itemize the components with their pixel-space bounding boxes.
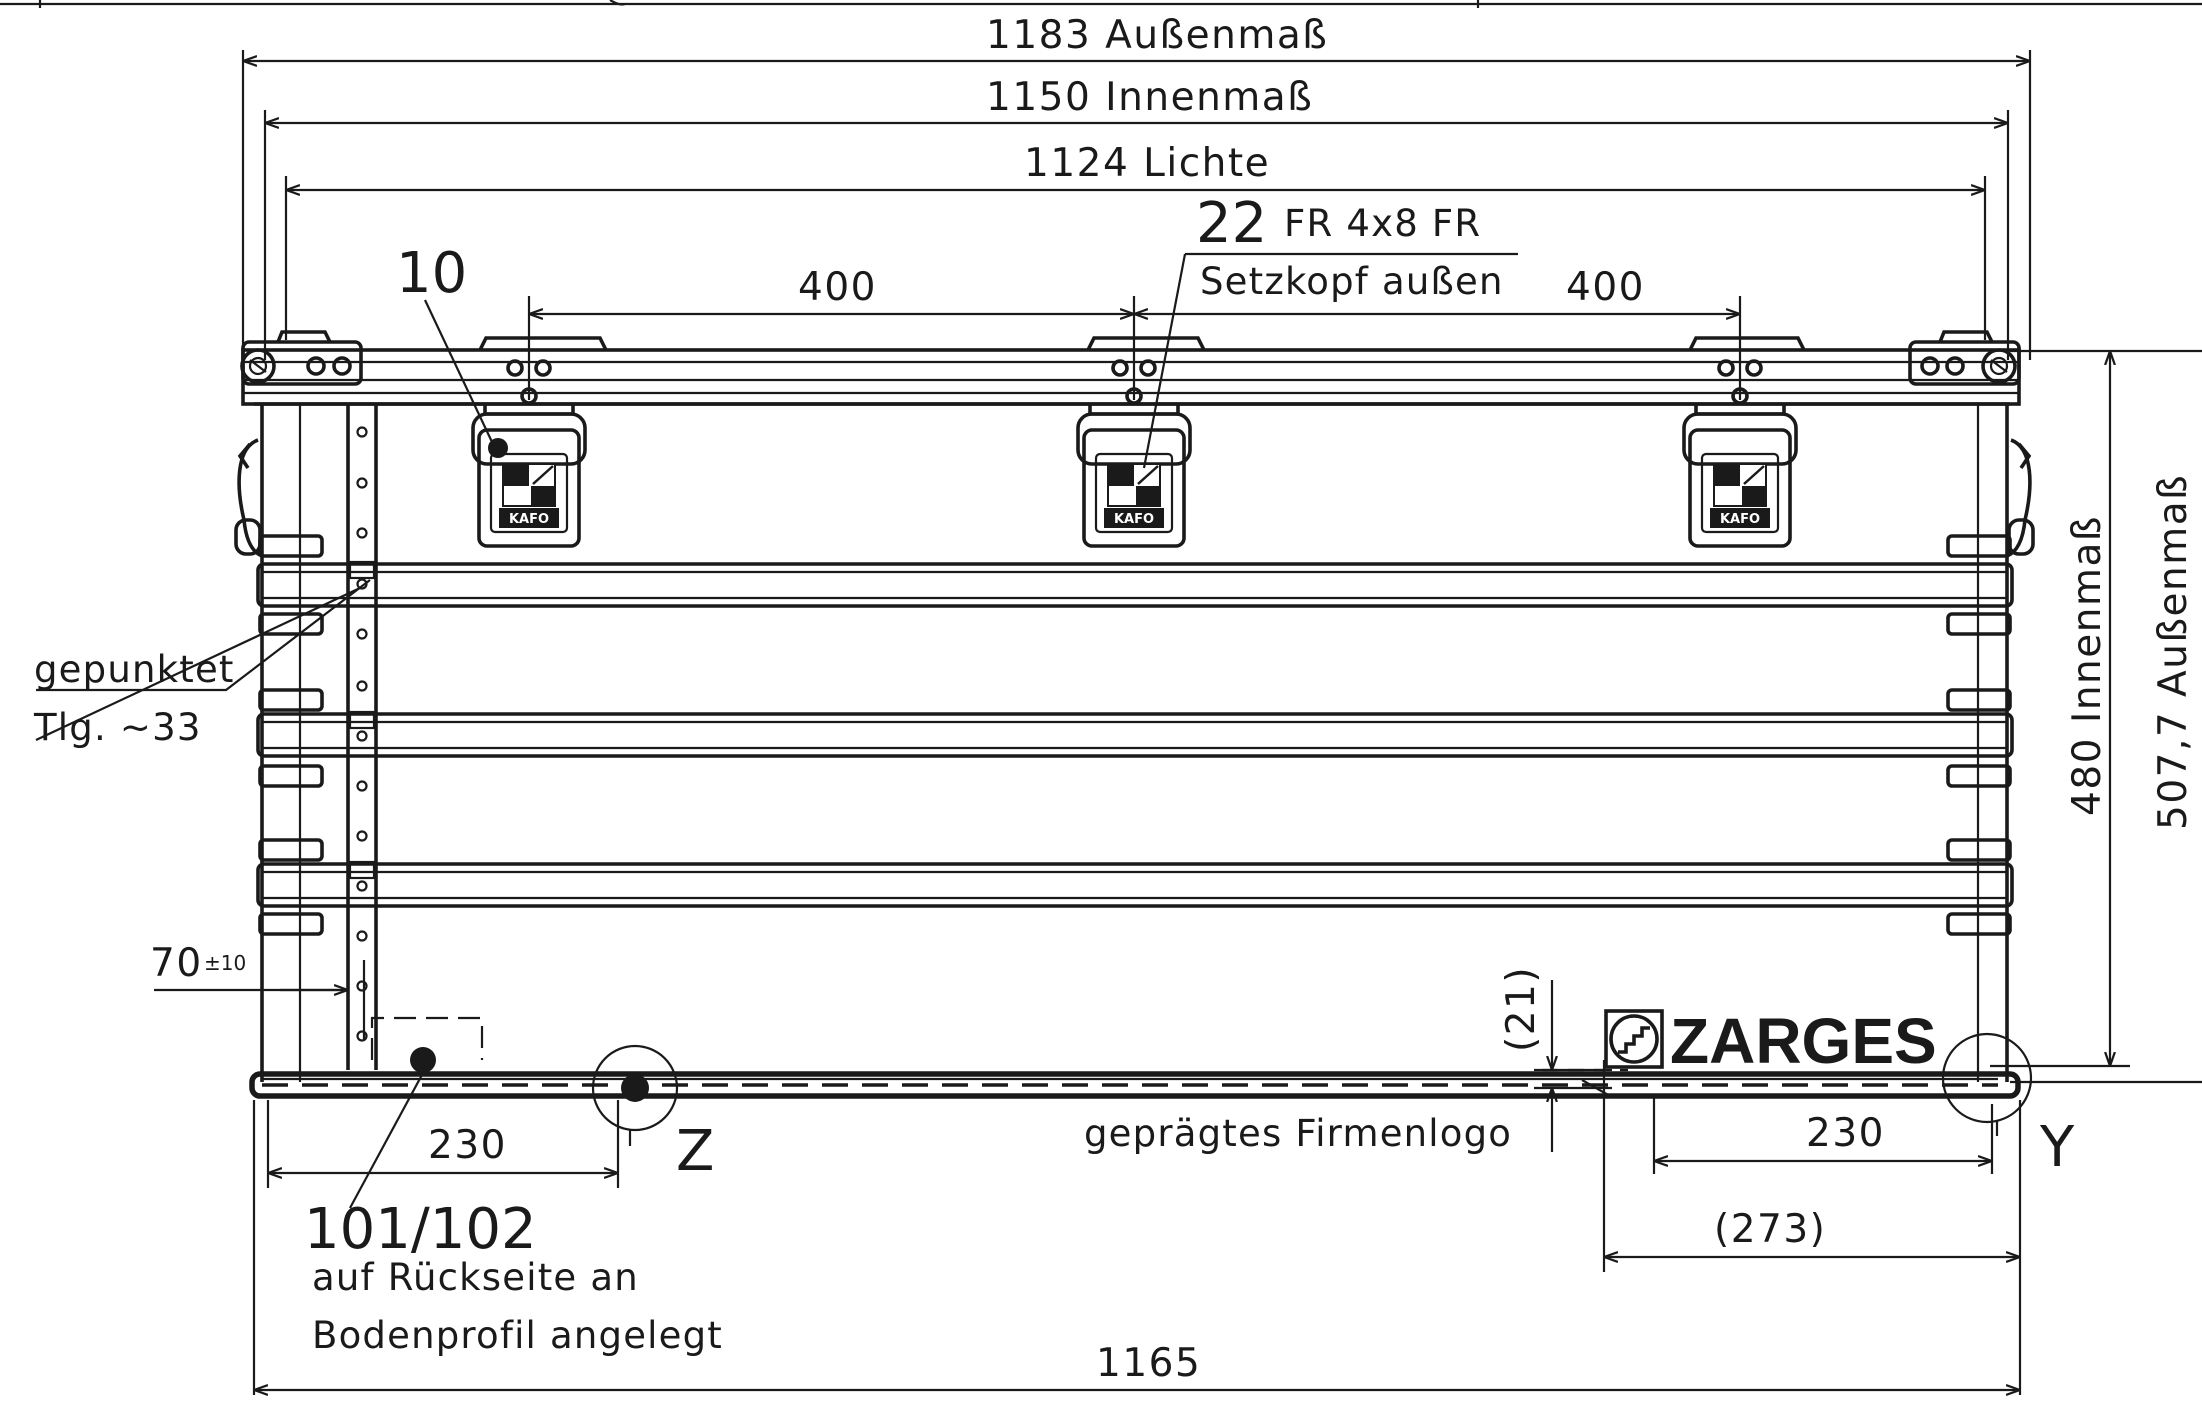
- labels: 1183 Außenmaß 1150 Innenmaß 1124 Lichte …: [33, 13, 2196, 1386]
- outer-height-label: 507,7 Außenmaß: [2151, 474, 2196, 830]
- detail-z-circle: [591, 1044, 679, 1132]
- rivet-callout-number: 22: [1196, 191, 1267, 256]
- spot-weld-count: Tlg. ~33: [33, 706, 202, 749]
- dimension-lines: [154, 50, 2202, 1395]
- latch-body: [477, 428, 581, 548]
- right-offset-label: 230: [1806, 1111, 1885, 1156]
- stacking-lugs-left: [258, 534, 324, 936]
- rivet: [356, 426, 368, 438]
- latch: KAFO: [1682, 359, 1798, 548]
- clear-width-label: 1124 Lichte: [1024, 141, 1270, 186]
- inner-height-label: 480 Innenmaß: [2065, 515, 2110, 816]
- latch-plate: [489, 452, 569, 534]
- rivet-offset-label: 70: [150, 941, 203, 986]
- lid-rivet: [1745, 359, 1763, 377]
- side-handle-left: [234, 438, 263, 558]
- left-offset-label: 230: [428, 1123, 507, 1168]
- latches: KAFO KAFO KAFO: [471, 359, 1798, 548]
- logo-offset-label: (21): [1499, 966, 1544, 1052]
- spot-weld-label: gepunktet: [34, 648, 235, 691]
- lid-latch-bases: [478, 336, 1806, 351]
- detail-y-label: Y: [2039, 1115, 2075, 1180]
- latch-spacing-right-label: 400: [1566, 265, 1645, 310]
- rib-clip: [348, 710, 376, 730]
- detail-y-circle: [1941, 1032, 2033, 1124]
- base-profile: [249, 1071, 2021, 1099]
- side-handle-right: [2006, 438, 2035, 558]
- label-note-line-1: auf Rückseite an: [312, 1256, 639, 1299]
- lid-rivet: [1139, 359, 1157, 377]
- rib-clip: [348, 860, 376, 880]
- stiffening-ribs: [256, 562, 2014, 908]
- latch-hook: [1682, 412, 1798, 466]
- rivet-spec: FR 4x8 FR: [1284, 202, 1481, 245]
- stacking-lugs-right: [1946, 534, 2012, 936]
- latch-badge: KAFO: [1114, 512, 1154, 527]
- latch-body: [1688, 428, 1792, 548]
- lid-rail: [241, 348, 2021, 406]
- detail-z-label: Z: [676, 1119, 714, 1184]
- right-offset-ref-label: (273): [1714, 1207, 1826, 1252]
- rivet: [356, 680, 368, 692]
- rivet: [356, 730, 368, 742]
- latch-spacing-left-label: 400: [798, 265, 877, 310]
- rivet: [356, 780, 368, 792]
- rivet-note: Setzkopf außen: [1200, 260, 1504, 303]
- lid-rivet: [534, 359, 552, 377]
- rivet: [356, 628, 368, 640]
- rivet-offset-tolerance: ±10: [204, 951, 246, 975]
- zarges-logo: ZARGES: [1604, 1005, 1937, 1077]
- logo-text: ZARGES: [1670, 1005, 1937, 1077]
- logo-note: geprägtes Firmenlogo: [1084, 1112, 1512, 1155]
- lid-corner-left: [240, 330, 363, 386]
- rivet: [356, 477, 368, 489]
- rivet: [356, 930, 368, 942]
- lid-rivet: [1111, 359, 1129, 377]
- inner-width-label: 1150 Innenmaß: [986, 75, 1313, 120]
- corner-rivets: [348, 426, 376, 1042]
- latch-badge: KAFO: [509, 512, 549, 527]
- latch: KAFO: [1076, 359, 1192, 548]
- latch-body: [1082, 428, 1186, 548]
- latch-plate: [1094, 452, 1174, 534]
- rivet: [356, 980, 368, 992]
- latch-hook: [1076, 412, 1192, 466]
- rivet: [356, 830, 368, 842]
- detail-markers: [591, 1032, 2033, 1146]
- lid-rivet: [506, 359, 524, 377]
- rivet: [356, 880, 368, 892]
- lid-corner-right: [1908, 330, 2021, 386]
- outer-width-label: 1183 Außenmaß: [986, 13, 1328, 58]
- bottom-width-label: 1165: [1096, 1341, 1201, 1386]
- latch: KAFO: [471, 359, 587, 548]
- rib-clip: [348, 560, 376, 580]
- latch-plate: [1700, 452, 1780, 534]
- latch-badge: KAFO: [1720, 512, 1760, 527]
- label-note-line-2: Bodenprofil angelegt: [312, 1314, 723, 1357]
- lid-rivet: [1717, 359, 1735, 377]
- label-callout-number: 101/102: [304, 1197, 537, 1262]
- rivet: [356, 527, 368, 539]
- latch-callout-number: 10: [396, 241, 467, 306]
- leader-lines: [35, 252, 1628, 1209]
- rivet: [356, 1030, 368, 1042]
- frame-top: [0, 0, 2202, 8]
